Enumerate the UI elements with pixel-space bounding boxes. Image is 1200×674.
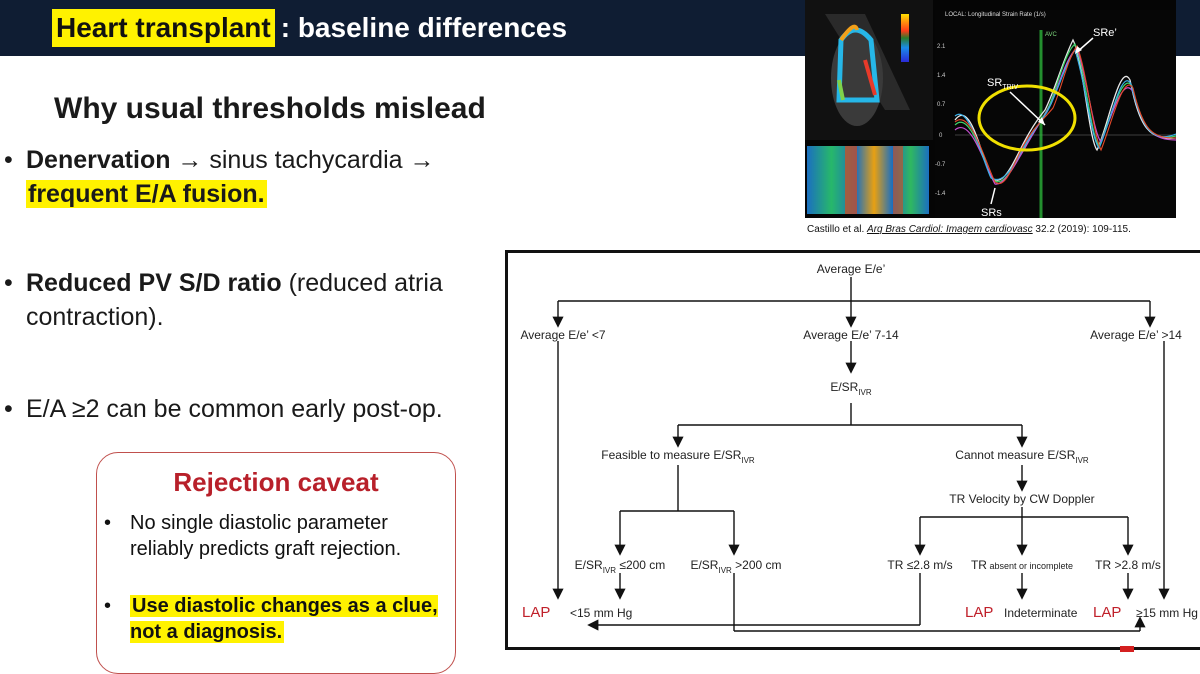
echo-strain-graphic: LOCAL: Longitudinal Strain Rate (1/s) 2.… — [805, 0, 1176, 218]
node-middle: Average E/e’ 7-14 — [803, 328, 899, 342]
bullet-ea-ratio-text: E/A ≥2 can be common early post-op. — [26, 395, 443, 423]
bullet-pv-ratio-rest: (reduced atria — [281, 269, 443, 297]
label-sre: SRe’ — [1093, 27, 1117, 39]
triv-highlight-circle — [977, 84, 1077, 152]
flowchart-graphic: Average E/e’ Average E/e’ <7 Average E/e… — [520, 262, 1198, 632]
bullet-denervation-bold: Denervation — [26, 146, 171, 174]
lap-low-label: LAP — [522, 604, 550, 621]
citation-details: 32.2 (2019): 109-115. — [1032, 224, 1131, 235]
bullet-pv-ratio-line2: contraction). — [26, 303, 164, 331]
node-tr-le: TR ≤2.8 m/s — [887, 558, 952, 572]
red-corner-mark — [1120, 646, 1134, 652]
node-esr-le: E/SRIVR ≤200 cm — [575, 558, 666, 575]
slide-title: Heart transplant : baseline differences — [52, 8, 567, 48]
strain-graph — [935, 10, 1176, 218]
citation-journal: Arq Bras Cardiol: Imagem cardiovasc — [867, 224, 1033, 235]
bullet-pv-ratio-bold: Reduced PV S/D ratio — [26, 269, 282, 297]
bullet-pv-ratio: •Reduced PV S/D ratio (reduced atria con… — [4, 266, 484, 334]
srs-arrow — [990, 187, 996, 205]
title-rest: : baseline differences — [280, 12, 568, 43]
lap-low-value: <15 mm Hg — [570, 606, 632, 620]
echo-strain-image: LOCAL: Longitudinal Strain Rate (1/s) 2.… — [805, 0, 1176, 218]
avc-label: AVC — [1045, 32, 1058, 38]
node-esr-gt: E/SRIVR >200 cm — [690, 558, 781, 575]
bullet-denervation-mid: → sinus tachycardia → — [170, 146, 435, 174]
lap-flowchart: Average E/e’ Average E/e’ <7 Average E/e… — [505, 250, 1200, 650]
citation-authors: Castillo et al. — [807, 224, 868, 235]
subheading: Why usual thresholds mislead — [54, 92, 486, 125]
node-right: Average E/e’ >14 — [1090, 328, 1182, 342]
y-tick: -1.4 — [935, 191, 946, 197]
node-cannot: Cannot measure E/SRIVR — [955, 448, 1089, 465]
node-root: Average E/e’ — [817, 262, 886, 276]
node-tr-absent: TR absent or incomplete — [971, 558, 1073, 572]
echo-citation: Castillo et al. Arq Bras Cardiol: Imagem… — [807, 224, 1131, 235]
title-highlight: Heart transplant — [52, 9, 275, 47]
lap-indet-value: Indeterminate — [1004, 606, 1078, 620]
node-left: Average E/e’ <7 — [520, 328, 605, 342]
y-tick: -0.7 — [935, 162, 946, 168]
caveat-item-2-text: Use diastolic changes as a clue, not a d… — [130, 595, 438, 643]
label-srs: SRs — [981, 207, 1002, 218]
node-esr: E/SRIVR — [830, 380, 872, 397]
y-tick: 1.4 — [937, 73, 946, 79]
node-feasible: Feasible to measure E/SRIVR — [601, 448, 755, 465]
bullet-ea-ratio: •E/A ≥2 can be common early post-op. — [4, 395, 443, 423]
caveat-item-1-text: No single diastolic parameter reliably p… — [130, 512, 402, 560]
node-tr-gt: TR >2.8 m/s — [1095, 558, 1161, 572]
bullet-denervation-highlight: frequent E/A fusion. — [26, 180, 267, 208]
triv-arrow — [1009, 91, 1046, 126]
y-tick: 0 — [939, 133, 943, 139]
lap-high-label: LAP — [1093, 604, 1121, 621]
bullet-denervation: •Denervation → sinus tachycardia → frequ… — [4, 146, 435, 208]
y-tick: 2.1 — [937, 44, 946, 50]
lap-indet-label: LAP — [965, 604, 993, 621]
caveat-title: Rejection caveat — [173, 467, 379, 497]
strain-title: LOCAL: Longitudinal Strain Rate (1/s) — [945, 12, 1046, 18]
node-tr-velocity: TR Velocity by CW Doppler — [949, 492, 1094, 506]
label-srtriv: SRTRIV — [987, 77, 1019, 91]
y-tick: 0.7 — [937, 102, 946, 108]
m-mode-panel — [807, 146, 929, 214]
lap-high-value: ≥15 mm Hg — [1136, 606, 1198, 620]
